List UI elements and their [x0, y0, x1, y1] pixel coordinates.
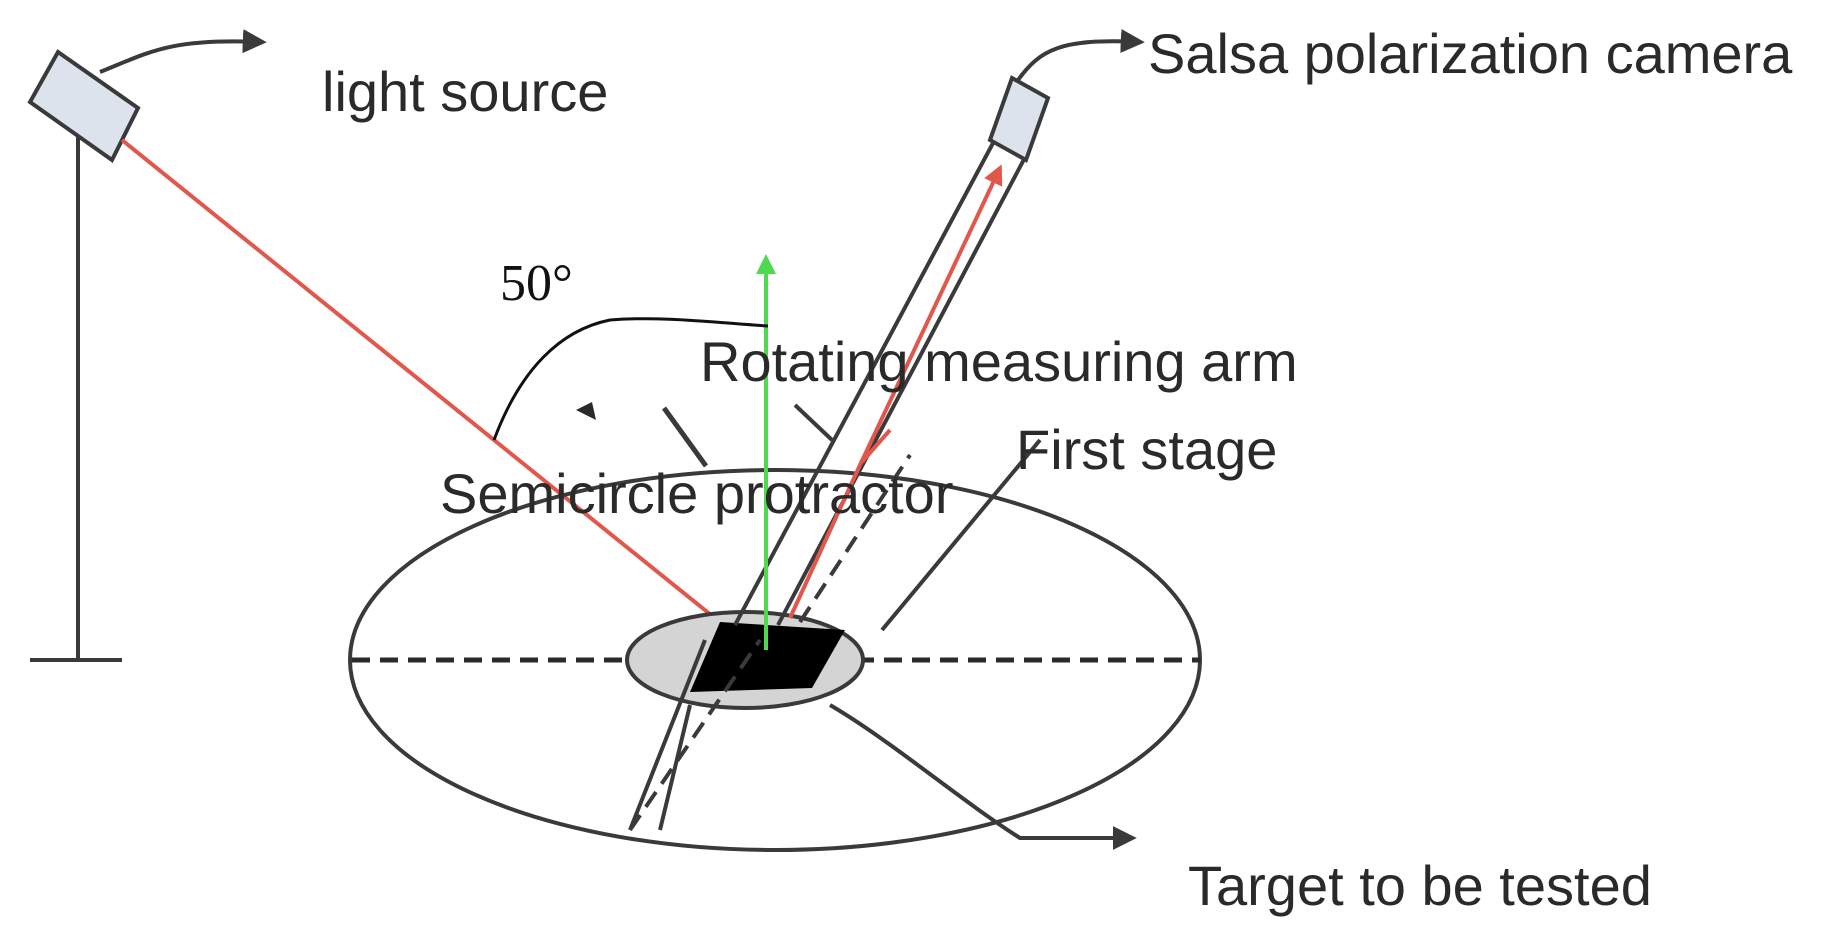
protractor-label: Semicircle protractor — [440, 462, 954, 525]
measuring-arm-label: Rotating measuring arm — [700, 330, 1298, 393]
angle-label: 50° — [500, 255, 573, 312]
light-source-label: light source — [322, 60, 609, 123]
protractor-pointer — [576, 402, 596, 420]
target-arrow — [828, 703, 1137, 850]
camera-device — [987, 75, 1051, 163]
camera-label: Salsa polarization camera — [1148, 22, 1793, 85]
first-stage-label: First stage — [1016, 418, 1278, 481]
angle-arc — [492, 317, 769, 441]
target-label: Target to be tested — [1188, 854, 1652, 917]
incident-beam — [120, 138, 744, 642]
reflected-beam-offset — [860, 428, 892, 464]
camera-arrow — [1016, 29, 1145, 82]
light-source-arrow — [99, 29, 267, 74]
protractor-pointer-line — [661, 406, 709, 468]
light-source-device — [27, 49, 141, 163]
reflected-beam — [788, 164, 1003, 619]
light-source-stand — [30, 130, 122, 662]
rotating-arm-base — [628, 438, 1042, 832]
rotating-measuring-arm — [733, 129, 1032, 626]
target-sample — [690, 622, 845, 692]
